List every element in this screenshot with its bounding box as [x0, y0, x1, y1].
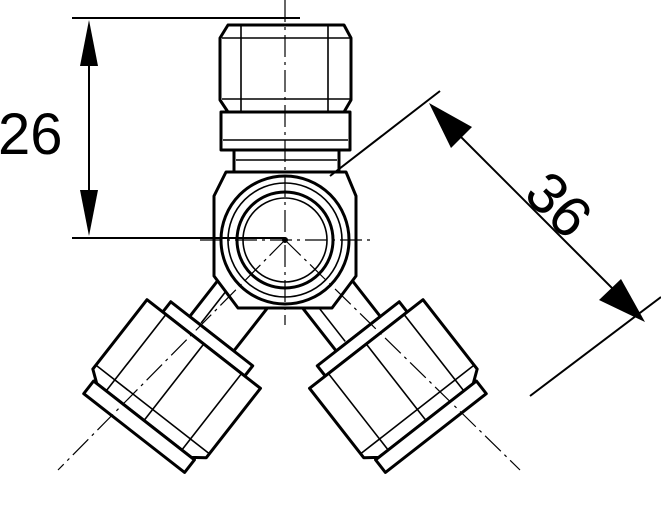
- top-neck: [232, 148, 341, 174]
- top-hex-nut: [218, 23, 353, 114]
- right-end-cap: [374, 379, 488, 474]
- centerlines: [57, 0, 521, 471]
- dimension-26: 26: [0, 17, 300, 239]
- dim-26-label: 26: [0, 102, 63, 167]
- dim-36-label: 36: [513, 159, 605, 251]
- dim-26-arrow-bottom: [80, 190, 98, 236]
- top-branch: [218, 23, 353, 174]
- left-end-cap: [82, 379, 196, 474]
- dim-26-arrow-top: [80, 20, 98, 66]
- dim-36-arrow-bottom: [599, 279, 645, 322]
- dim-36-arrow-top: [429, 103, 472, 148]
